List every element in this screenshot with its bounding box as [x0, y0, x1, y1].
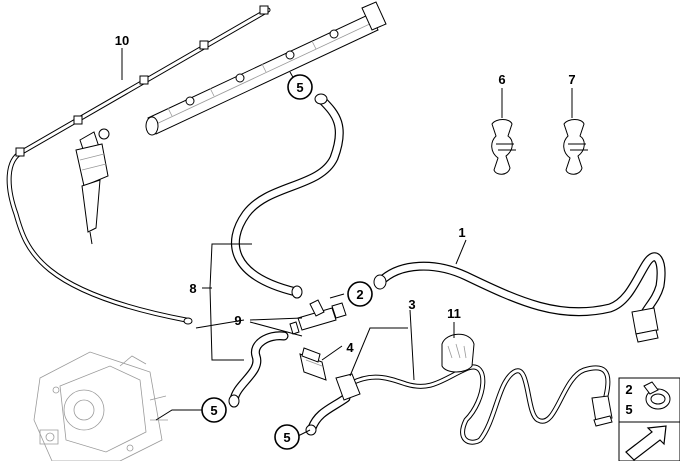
clip-7 — [563, 119, 588, 175]
label-7: 7 — [568, 72, 575, 87]
legend-label-2: 2 — [625, 382, 632, 397]
leak-off-line — [6, 5, 271, 325]
label-6: 6 — [498, 72, 505, 87]
connector-tee — [289, 299, 347, 335]
clip-6 — [491, 119, 516, 175]
label-11: 11 — [447, 306, 461, 321]
connector-plug — [299, 347, 327, 381]
direction-arrow-icon — [625, 425, 667, 461]
label-4: 4 — [346, 340, 354, 355]
return-hose-lower — [228, 331, 289, 408]
injector — [75, 128, 110, 245]
callout-5-top: 5 — [287, 74, 313, 100]
svg-text:2: 2 — [356, 287, 363, 302]
return-hose-upper — [230, 93, 344, 299]
fuel-rail — [145, 1, 387, 136]
label-3: 3 — [408, 297, 415, 312]
callout-2: 2 — [347, 281, 373, 307]
label-1: 1 — [458, 225, 465, 240]
label-8: 8 — [189, 281, 196, 296]
corner-legend: 2 5 — [618, 377, 680, 461]
callout-5-mid: 5 — [201, 397, 227, 423]
svg-text:5: 5 — [210, 403, 217, 418]
label-10: 10 — [115, 33, 129, 48]
fuel-hose-3 — [305, 364, 613, 445]
high-pressure-pump — [33, 351, 168, 461]
leader-lines — [121, 48, 573, 437]
callout-5-bottom: 5 — [274, 424, 300, 450]
svg-text:5: 5 — [296, 80, 303, 95]
legend-label-5: 5 — [625, 402, 632, 417]
fuel-hose-1 — [373, 252, 666, 343]
grommet — [441, 333, 475, 373]
label-9: 9 — [234, 313, 241, 328]
svg-text:5: 5 — [283, 430, 290, 445]
hose-clamp-icon — [643, 381, 671, 410]
